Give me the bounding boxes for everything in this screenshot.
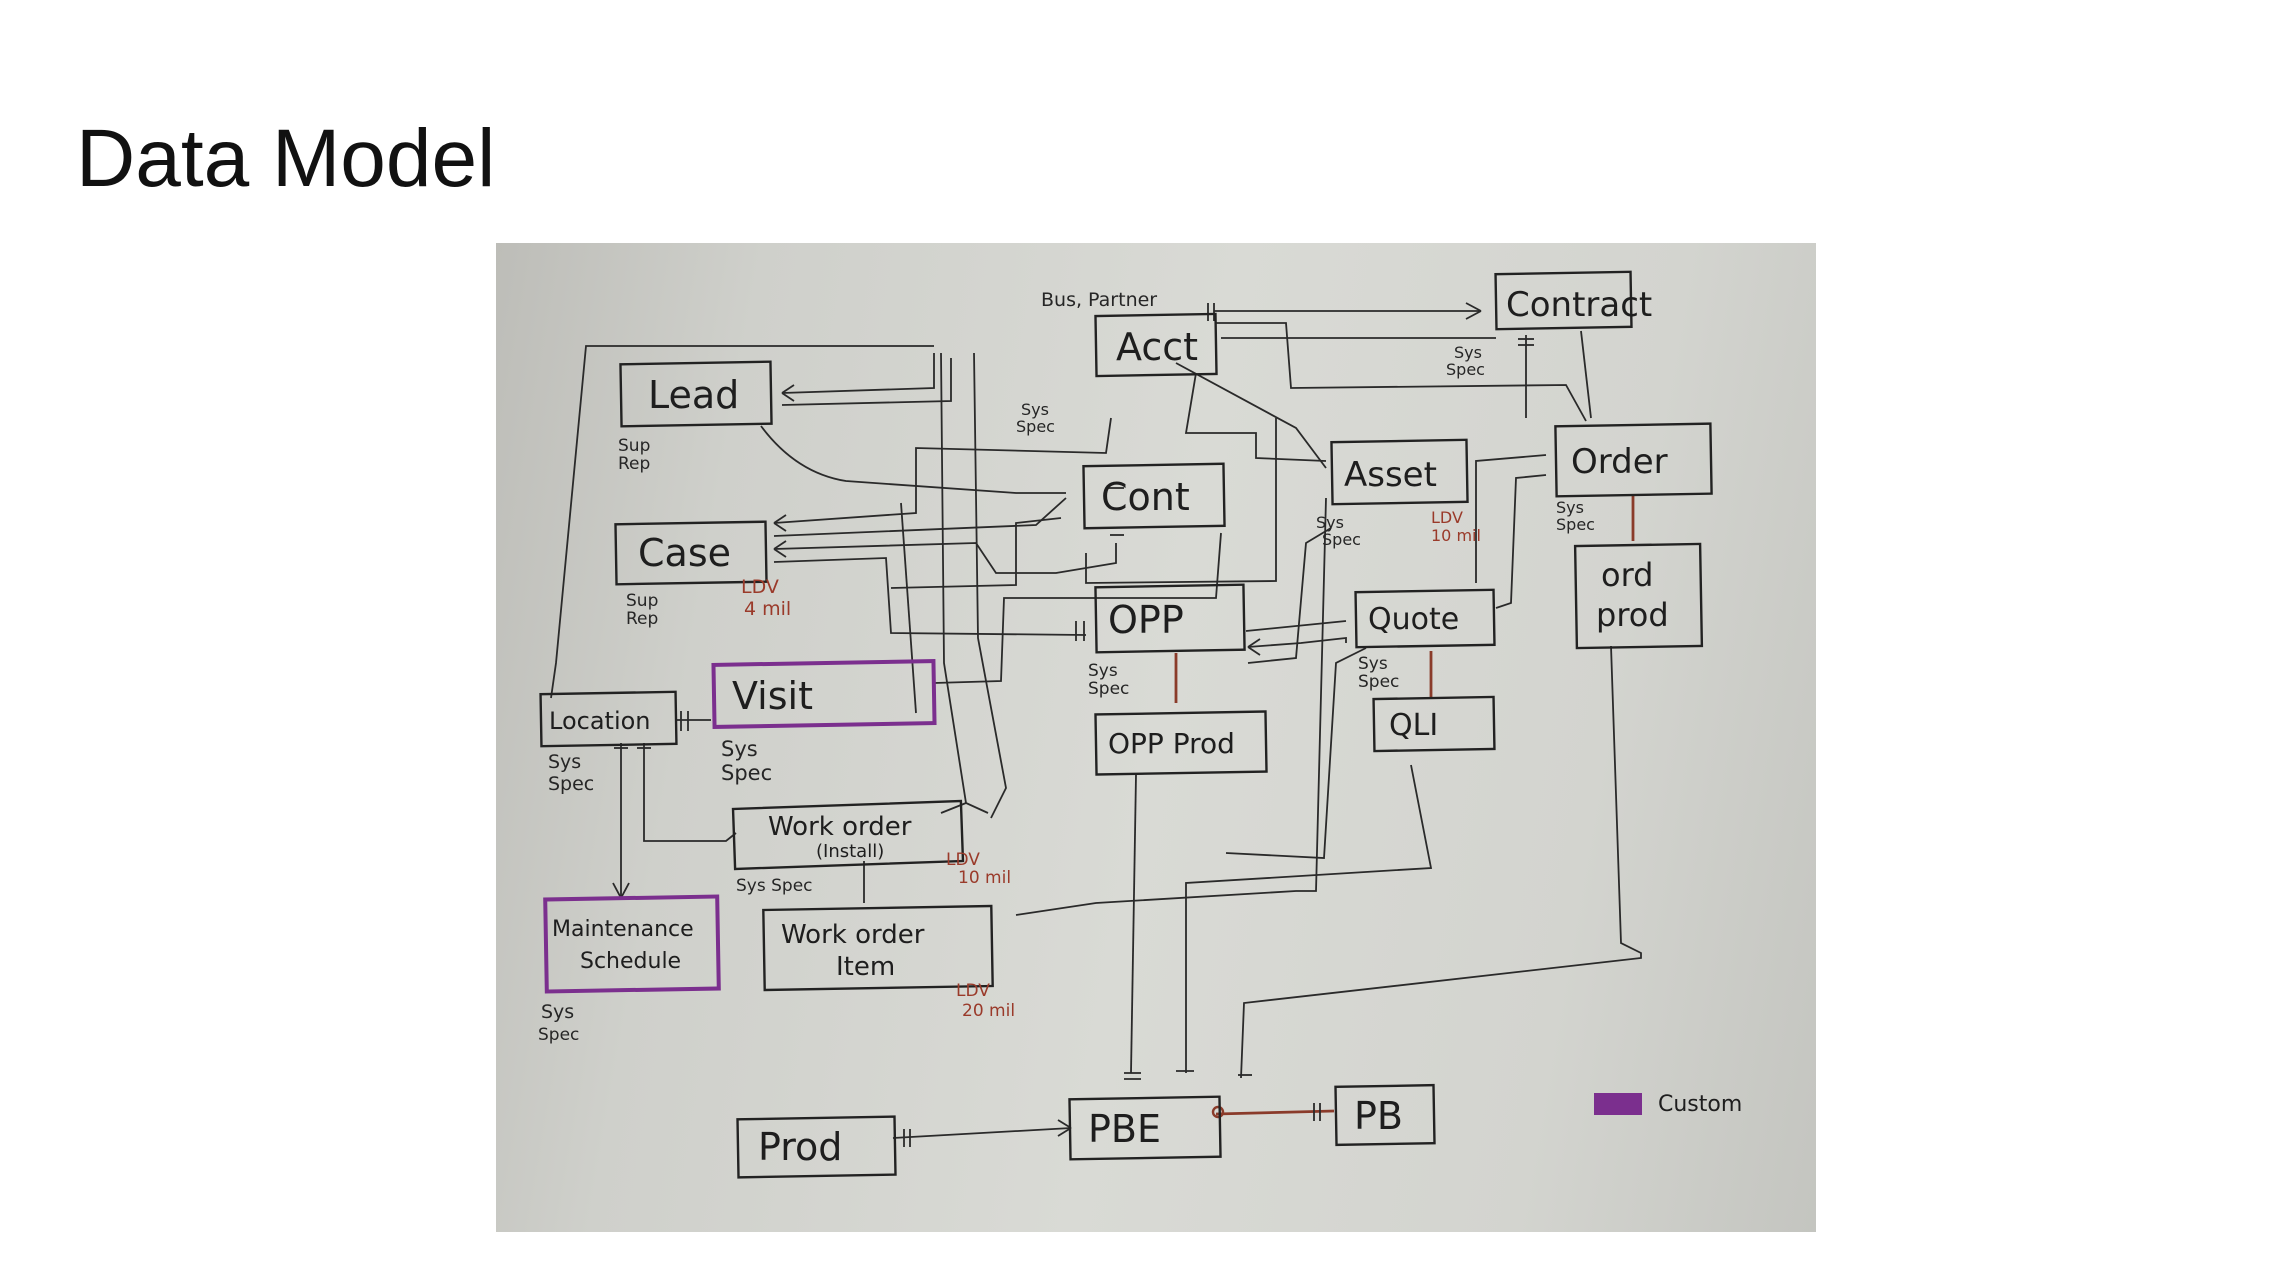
note-maintenance-sys: Sys: [541, 1001, 574, 1023]
note-contract-spec: Spec: [1446, 360, 1485, 379]
note-lead-sup: Sup: [618, 436, 650, 456]
box-qli: [1372, 695, 1496, 753]
box-opp: [1094, 583, 1246, 654]
note-acct-sys: Sys: [1021, 400, 1049, 419]
note-work-order-item-ldv: LDV: [956, 981, 990, 1001]
entity-opp-prod: OPP Prod: [1108, 727, 1235, 760]
box-pbe: [1068, 1095, 1222, 1161]
entity-asset: Asset: [1344, 455, 1437, 495]
note-acct-spec: Spec: [1016, 417, 1055, 436]
box-acct: [1094, 312, 1218, 378]
entity-location: Location: [549, 707, 651, 735]
box-prod: [736, 1115, 897, 1179]
legend-custom-swatch: [1594, 1093, 1642, 1115]
entity-work-order-item-line1: Work order: [781, 920, 925, 950]
entity-opp: OPP: [1108, 598, 1184, 642]
note-lead-rep: Rep: [618, 454, 650, 474]
legend-custom-label: Custom: [1658, 1092, 1742, 1117]
note-asset-spec: Spec: [1322, 530, 1361, 549]
entity-maintenance-line2: Schedule: [580, 949, 681, 974]
entity-order: Order: [1571, 442, 1668, 482]
entity-cont: Cont: [1101, 475, 1190, 519]
entity-contract: Contract: [1506, 285, 1652, 325]
box-order: [1554, 422, 1713, 498]
box-work-order-item: [762, 904, 994, 992]
note-opp-sys: Sys: [1088, 661, 1118, 681]
note-work-order-ldv: LDV: [946, 850, 980, 870]
note-bus-partner: Bus, Partner: [1041, 289, 1157, 311]
entity-visit: Visit: [732, 674, 813, 718]
box-location: [539, 690, 678, 748]
box-opp-prod: [1094, 710, 1268, 776]
note-work-order-item-ldv-amount: 20 mil: [962, 1001, 1015, 1021]
box-work-order: [731, 799, 965, 871]
entity-maintenance-line1: Maintenance: [552, 917, 694, 942]
box-ord-prod: [1573, 542, 1704, 650]
entity-prod: Prod: [758, 1125, 842, 1169]
slide-title: Data Model: [76, 113, 496, 204]
note-location-spec: Spec: [548, 773, 594, 795]
entity-pb: PB: [1354, 1094, 1403, 1138]
note-case-sup: Sup: [626, 591, 658, 611]
box-maintenance: [543, 894, 721, 994]
entity-acct: Acct: [1116, 325, 1198, 369]
note-asset-ldv: LDV: [1431, 508, 1463, 527]
box-quote: [1354, 588, 1496, 649]
note-work-order-ldv-amount: 10 mil: [958, 868, 1011, 888]
note-case-ldv-amount: 4 mil: [744, 598, 791, 620]
note-visit-sys: Sys: [721, 737, 758, 761]
box-asset: [1330, 438, 1469, 506]
note-maintenance-spec: Spec: [538, 1025, 579, 1045]
entity-labels: Contract Acct Lead Cont Asset Order Case…: [549, 285, 1669, 1169]
entity-case: Case: [638, 531, 731, 575]
entity-work-order-line1: Work order: [768, 812, 912, 842]
diagram-photo: Contract Acct Lead Cont Asset Order Case…: [496, 243, 1816, 1232]
note-work-order-sys-spec: Sys Spec: [736, 876, 813, 896]
entity-quote: Quote: [1368, 602, 1459, 637]
box-pb: [1334, 1083, 1436, 1147]
note-contract-sys: Sys: [1454, 343, 1482, 362]
note-order-spec: Spec: [1556, 515, 1595, 534]
box-contract: [1494, 270, 1633, 331]
box-lead: [619, 360, 773, 428]
entity-ord-prod-line1: ord: [1601, 556, 1653, 594]
legend: Custom: [1594, 1092, 1742, 1117]
box-cont: [1082, 462, 1226, 530]
note-case-rep: Rep: [626, 609, 658, 629]
note-quote-spec: Spec: [1358, 672, 1399, 692]
entity-qli: QLI: [1389, 708, 1438, 743]
entity-pbe: PBE: [1088, 1107, 1161, 1151]
note-asset-ldv-amount: 10 mil: [1431, 526, 1481, 545]
entity-boxes: [539, 270, 1713, 1179]
note-asset-sys: Sys: [1316, 513, 1344, 532]
entity-lead: Lead: [648, 373, 739, 417]
box-case: [614, 520, 768, 586]
note-opp-spec: Spec: [1088, 679, 1129, 699]
entity-work-order-line2: (Install): [816, 841, 884, 862]
relationship-lines: [550, 310, 1642, 1139]
entity-ord-prod-line2: prod: [1596, 596, 1669, 634]
note-visit-spec: Spec: [721, 761, 772, 785]
entity-work-order-item-line2: Item: [836, 952, 895, 982]
note-order-sys: Sys: [1556, 498, 1584, 517]
note-location-sys: Sys: [548, 751, 581, 773]
note-case-ldv: LDV: [741, 576, 779, 598]
box-visit: [711, 659, 937, 729]
annotations: Bus, Partner Sys Spec Sys Spec Sup Rep S…: [538, 289, 1595, 1045]
er-diagram: Contract Acct Lead Cont Asset Order Case…: [538, 270, 1742, 1179]
note-quote-sys: Sys: [1358, 654, 1388, 674]
